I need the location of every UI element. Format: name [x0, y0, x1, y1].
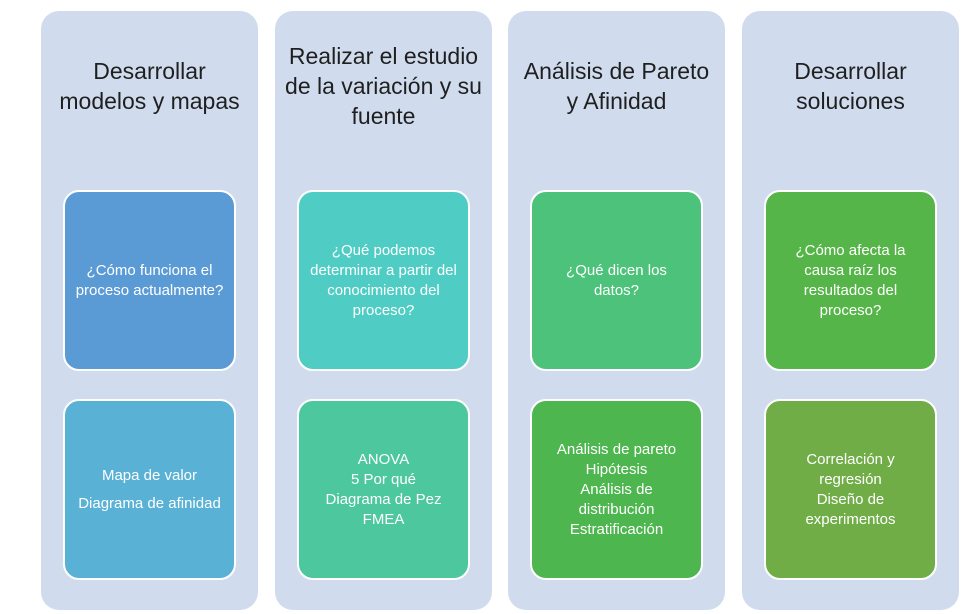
tool-item: Mapa de valor [101, 466, 198, 484]
tools-card: Correlación y regresión Diseño de experi… [764, 399, 937, 580]
question-card: ¿Cómo funciona el proceso actualmente? [63, 190, 236, 371]
tool-item: Análisis de pareto [556, 440, 677, 458]
tools-card: ANOVA 5 Por qué Diagrama de Pez FMEA [297, 399, 470, 580]
column-2: Realizar el estudio de la variación y su… [275, 11, 492, 610]
question-text: ¿Cómo funciona el proceso actualmente? [75, 261, 224, 299]
column-title: Desarrollar soluciones [794, 58, 907, 114]
column-title: Realizar el estudio de la variación y su… [285, 43, 482, 129]
question-card: ¿Cómo afecta la causa raíz los resultado… [764, 190, 937, 371]
question-text: ¿Qué dicen los datos? [566, 261, 667, 299]
question-card: ¿Qué dicen los datos? [530, 190, 703, 371]
tool-item: Correlación y regresión [806, 450, 895, 488]
tool-item: 5 Por qué [350, 470, 417, 488]
tool-item: Diagrama de Pez [325, 490, 442, 508]
tool-item: Diagrama de afinidad [78, 494, 221, 512]
tool-item: FMEA [362, 510, 405, 528]
tools-card: Mapa de valor Diagrama de afinidad [63, 399, 236, 580]
tool-item: Diseño de experimentos [805, 490, 896, 528]
tool-item: Hipótesis [585, 460, 648, 478]
column-1: Desarrollar modelos y mapas ¿Cómo funcio… [41, 11, 258, 610]
tool-item: ANOVA [357, 450, 410, 468]
question-card: ¿Qué podemos determinar a partir del con… [297, 190, 470, 371]
column-3: Análisis de Pareto y Afinidad ¿Qué dicen… [508, 11, 725, 610]
column-title: Desarrollar modelos y mapas [59, 58, 240, 114]
tool-item: Análisis de distribución [578, 480, 655, 518]
tools-card: Análisis de pareto Hipótesis Análisis de… [530, 399, 703, 580]
question-text: ¿Cómo afecta la causa raíz los resultado… [795, 241, 906, 319]
column-title: Análisis de Pareto y Afinidad [523, 58, 710, 114]
tool-item: Estratificación [569, 520, 664, 538]
question-text: ¿Qué podemos determinar a partir del con… [310, 241, 457, 319]
column-4: Desarrollar soluciones ¿Cómo afecta la c… [742, 11, 959, 610]
